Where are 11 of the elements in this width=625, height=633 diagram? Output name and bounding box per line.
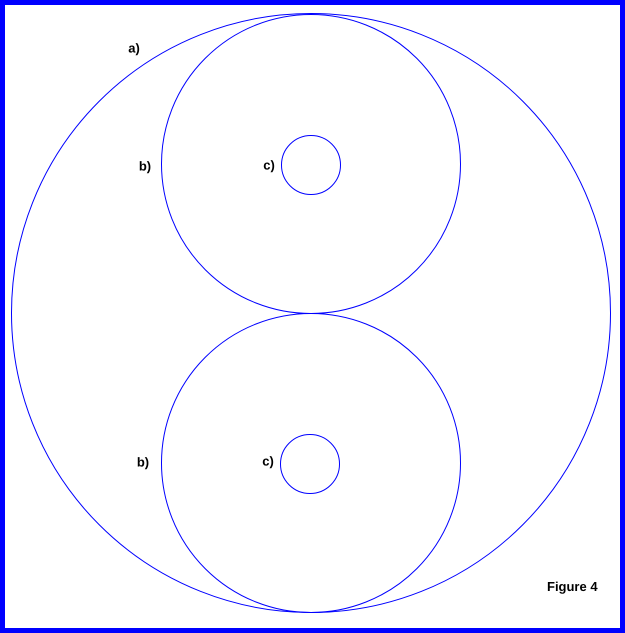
circle-label: b)	[138, 158, 152, 174]
circle	[280, 434, 340, 494]
circle-label: a)	[128, 40, 140, 56]
circle	[161, 14, 461, 314]
circle-label: c)	[263, 158, 275, 172]
circle	[161, 313, 461, 613]
circle	[281, 135, 341, 195]
circle	[11, 13, 611, 613]
figure-caption: Figure 4	[547, 579, 598, 594]
circle-label: b)	[136, 454, 150, 470]
circle-label: c)	[262, 454, 274, 468]
